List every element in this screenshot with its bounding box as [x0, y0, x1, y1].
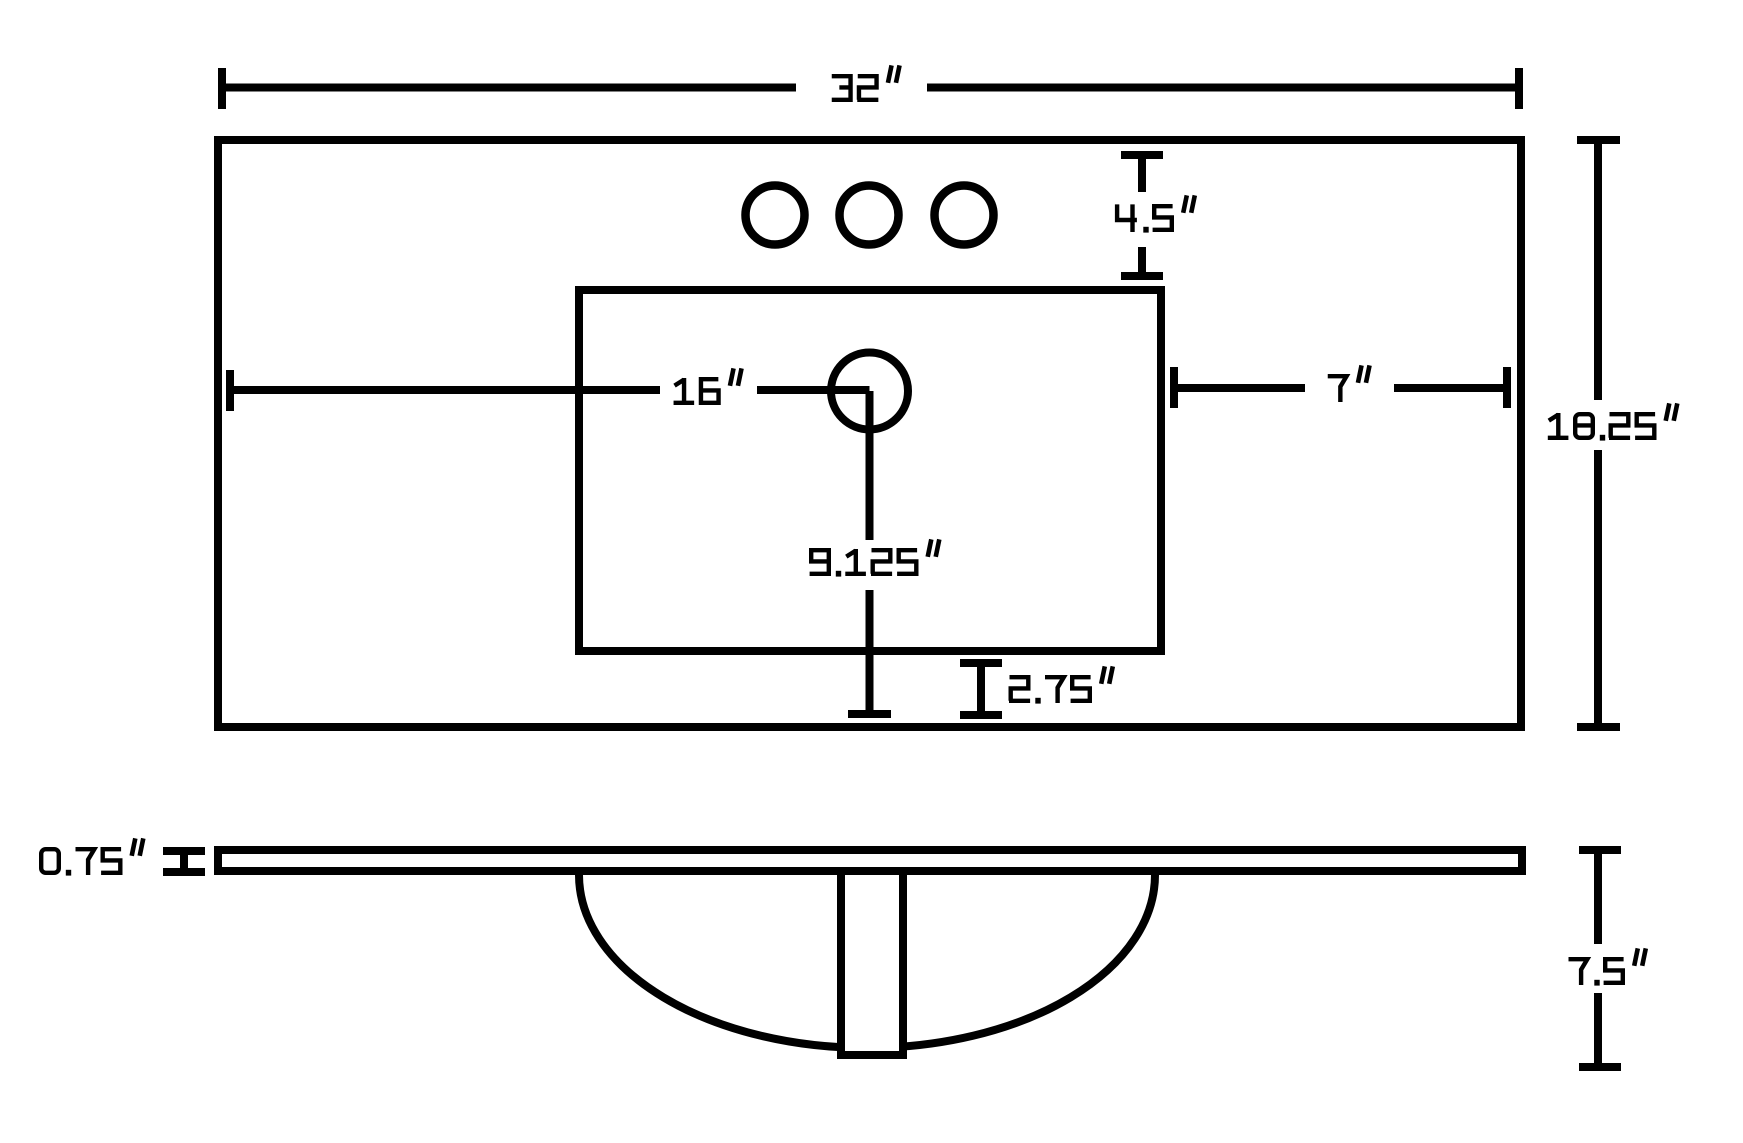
dim-basin-to-front-label-glyph — [1070, 675, 1092, 703]
dim-drain-from-left-label-glyph — [698, 377, 721, 405]
dim-drain-to-front-label-glyph — [896, 548, 919, 576]
dim-depth-label-glyph — [1573, 412, 1595, 440]
dim-faucet-setback-label-glyph — [1152, 204, 1174, 232]
dim-basin-to-right-label-glyph — [1327, 374, 1351, 402]
faucet-hole-right — [930, 181, 998, 249]
dim-total-height-label-glyph — [1603, 957, 1625, 985]
dim-faucet-setback-label-glyph — [1114, 204, 1137, 232]
dim-basin-to-front-label: 2.75″ — [1008, 665, 1116, 704]
countertop-side — [214, 846, 1526, 875]
dim-depth-label-glyph — [1663, 402, 1680, 422]
dim-drain-to-front-label-glyph — [870, 548, 893, 576]
dim-drain-from-left-label: 16″ — [673, 367, 744, 405]
dim-slab-thickness-label-glyph — [75, 847, 99, 875]
dim-slab-thickness-label: 0.75″ — [39, 837, 146, 876]
dim-faucet-setback-label: 4.5″ — [1114, 194, 1198, 233]
dim-drain-to-front-label-glyph — [809, 548, 831, 576]
dim-depth-label-glyph — [1634, 412, 1657, 440]
dim-basin-to-front-label-glyph — [1008, 675, 1031, 703]
faucet-hole-center — [835, 181, 903, 249]
dim-drain-from-left-label-glyph — [727, 367, 744, 387]
dim-width-label-glyph — [831, 74, 853, 102]
dim-drain-to-front-label-glyph — [845, 548, 866, 576]
countertop-outline — [214, 136, 1525, 731]
dim-basin-to-right-label: 7″ — [1327, 364, 1372, 402]
dim-faucet-setback-label-glyph — [1180, 194, 1198, 214]
dim-drain-to-front-label: 9.125″ — [809, 538, 942, 577]
faucet-hole-left — [741, 181, 809, 249]
dim-width-label-glyph — [885, 64, 902, 84]
dim-basin-to-front-label-glyph — [1045, 675, 1068, 703]
dim-basin-to-front-label-glyph — [1098, 665, 1116, 685]
dim-slab-thickness-label-glyph — [39, 847, 61, 875]
dim-slab-thickness-label-glyph — [100, 847, 123, 875]
dim-drain-from-left-label-glyph — [673, 377, 695, 405]
dim-total-height-label-glyph — [1631, 947, 1649, 967]
dim-total-height-label: 7.5″ — [1568, 947, 1649, 986]
dim-slab-thickness-label-glyph — [129, 837, 146, 857]
dim-depth-label: 18.25″ — [1547, 402, 1680, 441]
dim-basin-to-right-label-glyph — [1355, 364, 1372, 384]
dim-drain-to-front-label-glyph — [925, 538, 942, 558]
dim-width-label-glyph — [856, 74, 879, 102]
dim-depth-label-glyph — [1547, 412, 1569, 440]
drain-pipe — [837, 854, 907, 1059]
dim-width-label: 32″ — [831, 64, 902, 102]
dim-depth-label-glyph — [1608, 412, 1631, 440]
dim-total-height-label-glyph — [1568, 957, 1592, 985]
